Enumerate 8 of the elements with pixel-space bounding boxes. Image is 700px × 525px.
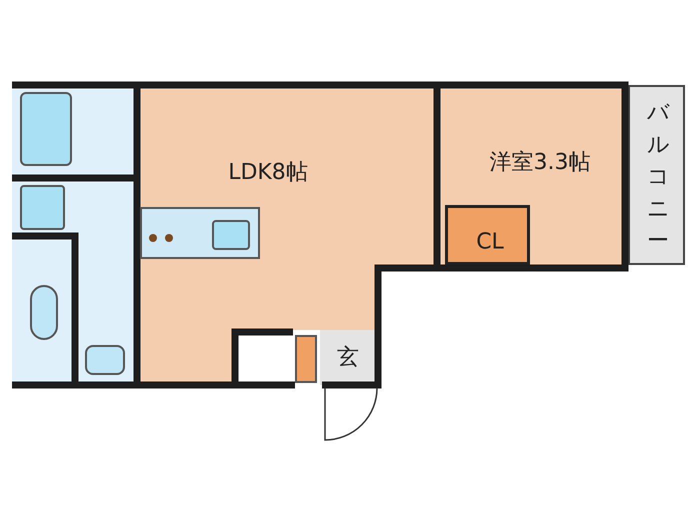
- closet-area: [445, 205, 530, 265]
- room-label: LDK8帖: [228, 159, 308, 187]
- room-label: 洋室3.3帖: [490, 149, 590, 177]
- room-label: CL: [476, 230, 504, 254]
- room-label: 玄: [337, 344, 359, 372]
- room-label: バルコニー: [647, 99, 669, 255]
- balcony-area: [628, 85, 685, 265]
- entrance-area: [320, 330, 377, 385]
